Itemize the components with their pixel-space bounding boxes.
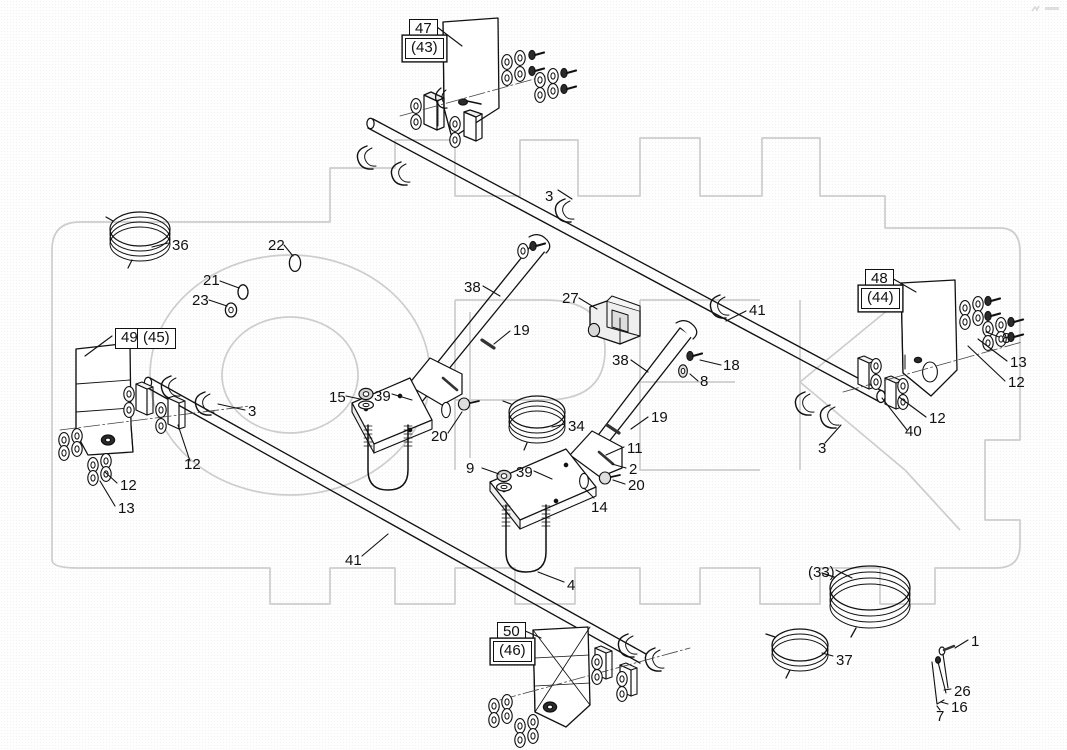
callout-39: 39 <box>516 464 533 481</box>
u-bolt-clamps-upper <box>356 145 840 429</box>
callout-13: 13 <box>118 500 135 517</box>
callout-15: 15 <box>329 389 346 406</box>
callout-39: 39 <box>374 388 391 405</box>
callout-4: 4 <box>567 577 576 594</box>
callout-33: (33) <box>808 564 835 581</box>
callout-43: (43) <box>405 38 444 59</box>
callout-12: 12 <box>929 410 946 427</box>
callout-18: 18 <box>723 357 740 374</box>
callout-27: 27 <box>562 290 579 307</box>
coil-34 <box>502 395 566 451</box>
callout-48: 48 <box>865 269 894 290</box>
mudguard-left <box>58 342 251 487</box>
arm-assembly-right <box>489 320 704 573</box>
callout-38: 38 <box>464 279 481 296</box>
callout-44: (44) <box>861 288 900 309</box>
callout-47: 47 <box>409 19 438 40</box>
callout-20: 20 <box>628 477 645 494</box>
callout-20: 20 <box>431 428 448 445</box>
lower-rail <box>143 376 647 664</box>
callout-23: 23 <box>192 292 209 309</box>
leader-lines <box>84 26 1008 711</box>
callout-2: 2 <box>629 461 638 478</box>
callout-45: (45) <box>137 328 176 349</box>
callout-9: 9 <box>466 460 475 477</box>
callout-46: (46) <box>493 641 532 662</box>
callout-41: 41 <box>749 302 766 319</box>
small-parts-21-22-23 <box>224 253 302 318</box>
callout-49: 49 <box>115 328 144 349</box>
callout-36: 36 <box>172 237 189 254</box>
callout-21: 21 <box>203 272 220 289</box>
callout-8: 8 <box>1002 330 1011 347</box>
component-27 <box>587 295 641 345</box>
callout-7: 7 <box>936 708 945 725</box>
callout-11: 11 <box>627 440 643 457</box>
callout-3: 3 <box>248 403 257 420</box>
callout-13: 13 <box>1010 354 1027 371</box>
callout-19: 19 <box>513 322 530 339</box>
callout-50: 50 <box>497 622 526 643</box>
coil-33 <box>821 565 911 638</box>
callout-16: 16 <box>951 699 968 716</box>
callout-38: 38 <box>612 352 629 369</box>
mudguard-right <box>842 279 1025 411</box>
callout-37: 37 <box>836 652 853 669</box>
arm-assembly-left <box>351 234 551 491</box>
callout-22: 22 <box>268 237 285 254</box>
callout-34: 34 <box>568 418 585 435</box>
callout-3: 3 <box>545 188 554 205</box>
callout-41: 41 <box>345 552 362 569</box>
callout-12: 12 <box>184 456 201 473</box>
callout-12: 12 <box>1008 374 1025 391</box>
coil-36 <box>105 211 171 269</box>
callout-8: 8 <box>700 373 709 390</box>
corner-mark-icon <box>1031 5 1059 12</box>
callout-40: 40 <box>905 423 922 440</box>
callout-14: 14 <box>591 499 608 516</box>
callout-12: 12 <box>120 477 137 494</box>
callout-1: 1 <box>971 633 980 650</box>
mudguard-bottom <box>488 626 691 749</box>
callout-19: 19 <box>651 409 668 426</box>
small-parts-fasteners <box>931 644 956 705</box>
callout-3: 3 <box>818 440 827 457</box>
mudguard-top <box>399 17 578 149</box>
callout-26: 26 <box>954 683 971 700</box>
u-bolt-clamps-lower <box>160 375 665 672</box>
